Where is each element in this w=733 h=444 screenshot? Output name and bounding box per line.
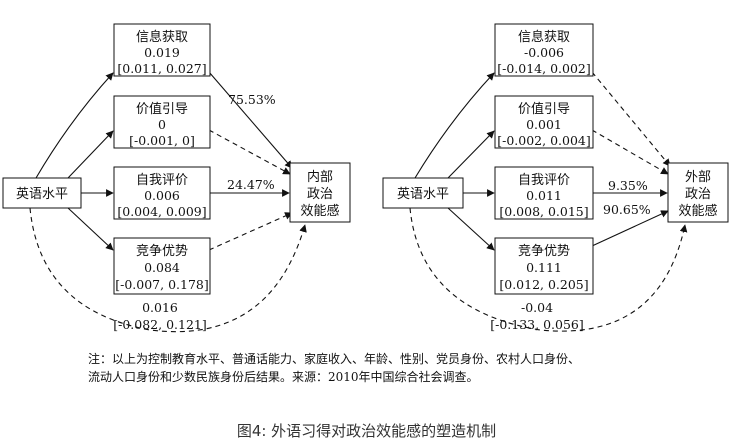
left-mediator-compete-box	[113, 237, 211, 295]
right-mediator-info: 信息获取 -0.006 [-0.014, 0.002]	[494, 23, 594, 77]
left-outcome-line3: 效能感	[300, 203, 339, 219]
right-outcome-line3: 效能感	[678, 203, 717, 219]
right-edge-compete-out	[591, 210, 669, 247]
footnote-line2: 流动人口身份和少数民族身份后结果。来源：2010年中国综合社会调查。	[88, 370, 479, 384]
left-mediator-info-ci: [0.011, 0.027]	[117, 61, 206, 76]
left-mediator-self-name: 自我评价	[136, 173, 188, 188]
right-mediator-self-box	[494, 166, 594, 220]
left-mediator-info-name: 信息获取	[136, 29, 188, 45]
left-mediator-value-box	[113, 95, 211, 149]
right-direct-ci: [-0.133, 0.056]	[490, 317, 584, 332]
left-mediator-value-ci: [-0.001, 0]	[129, 133, 195, 148]
right-mediator-self: 自我评价 0.011 [0.008, 0.015]	[494, 166, 594, 220]
right-predictor-label: 英语水平	[397, 187, 449, 202]
left-edge-to-compete	[67, 207, 114, 251]
left-direct-ci: [-0.082, 0.121]	[113, 317, 207, 332]
left-outcome-line2: 政治	[307, 187, 333, 202]
left-predictor-label: 英语水平	[16, 187, 68, 202]
right-outcome-line1: 外部	[685, 170, 711, 185]
left-edge-value-out	[208, 129, 291, 175]
left-mediator-compete-ci: [-0.007, 0.178]	[115, 277, 209, 292]
right-outcome-box	[667, 162, 729, 223]
footnote-line1: 注：以上为控制教育水平、普通话能力、家庭收入、年龄、性别、党员身份、农村人口身份…	[88, 352, 581, 366]
left-mediator-info: 信息获取 0.019 [0.011, 0.027]	[113, 23, 211, 77]
right-mediator-value-coef: 0.001	[526, 117, 562, 132]
right-edge-direct	[409, 207, 688, 332]
left-edge-to-value	[67, 130, 114, 179]
right-edge-value-out	[591, 129, 669, 175]
right-panel: 英语水平 外部 政治 效能感 信息获取 -0.006 [-0.014, 0.00…	[382, 23, 729, 332]
right-mediator-compete-name: 竞争优势	[518, 243, 570, 259]
right-predictor-box	[382, 177, 464, 209]
right-pct-compete: 90.65%	[603, 202, 651, 217]
right-outcome-line2: 政治	[685, 187, 711, 202]
right-mediator-info-name: 信息获取	[518, 29, 570, 45]
right-direct-coef: -0.04	[521, 300, 553, 315]
figure-caption: 图4: 外语习得对政治效能感的塑造机制	[236, 422, 497, 440]
right-edges	[409, 71, 688, 332]
right-mediator-info-box	[494, 23, 594, 77]
left-pct-info: 75.53%	[228, 92, 276, 107]
right-edge-info-out	[591, 71, 671, 167]
left-mediator-value-name: 价值引导	[136, 101, 188, 117]
left-mediator-self: 自我评价 0.006 [0.004, 0.009]	[113, 166, 211, 220]
right-mediator-info-coef: -0.006	[524, 45, 564, 60]
right-edge-to-compete	[447, 207, 495, 251]
right-mediator-value-ci: [-0.002, 0.004]	[497, 133, 591, 148]
left-panel: 英语水平 内部 政治 效能感 信息获取 0.019 [0.011, 0.027]…	[2, 23, 351, 333]
right-mediator-compete-ci: [0.012, 0.205]	[499, 277, 588, 292]
left-mediator-self-coef: 0.006	[144, 188, 180, 203]
right-edge-to-value	[447, 130, 495, 179]
left-mediator-value: 价值引导 0 [-0.001, 0]	[113, 95, 211, 149]
left-mediator-compete: 竞争优势 0.084 [-0.007, 0.178]	[113, 237, 211, 295]
right-edge-to-info	[414, 72, 495, 179]
left-mediator-compete-coef: 0.084	[144, 260, 180, 275]
left-mediator-self-box	[113, 166, 211, 220]
right-pct-self: 9.35%	[608, 178, 648, 193]
left-mediator-info-coef: 0.019	[144, 45, 180, 60]
right-mediator-info-ci: [-0.014, 0.002]	[497, 61, 591, 76]
right-mediator-value: 价值引导 0.001 [-0.002, 0.004]	[494, 95, 594, 149]
right-mediator-value-name: 价值引导	[518, 101, 570, 117]
left-pct-self: 24.47%	[227, 177, 275, 192]
left-predictor-box	[2, 177, 82, 209]
left-edge-to-info	[35, 72, 114, 179]
right-mediator-compete-box	[494, 237, 594, 295]
right-mediator-compete-coef: 0.111	[526, 260, 562, 275]
left-mediator-info-box	[113, 23, 211, 77]
footnote: 注：以上为控制教育水平、普通话能力、家庭收入、年龄、性别、党员身份、农村人口身份…	[88, 350, 708, 386]
left-mediator-self-ci: [0.004, 0.009]	[117, 204, 206, 219]
left-direct-coef: 0.016	[142, 300, 178, 315]
left-edge-compete-out	[208, 212, 293, 251]
right-mediator-value-box	[494, 95, 594, 149]
left-edges	[29, 71, 307, 333]
right-mediator-self-name: 自我评价	[518, 173, 570, 188]
right-mediator-self-ci: [0.008, 0.015]	[499, 204, 588, 219]
left-edge-info-out	[208, 71, 293, 169]
left-outcome-line1: 内部	[307, 169, 333, 185]
left-outcome-box	[289, 162, 351, 223]
left-mediator-value-coef: 0	[158, 117, 166, 132]
left-edge-direct	[29, 207, 307, 333]
right-mediator-self-coef: 0.011	[526, 188, 562, 203]
right-mediator-compete: 竞争优势 0.111 [0.012, 0.205]	[494, 237, 594, 295]
left-mediator-compete-name: 竞争优势	[136, 243, 188, 259]
